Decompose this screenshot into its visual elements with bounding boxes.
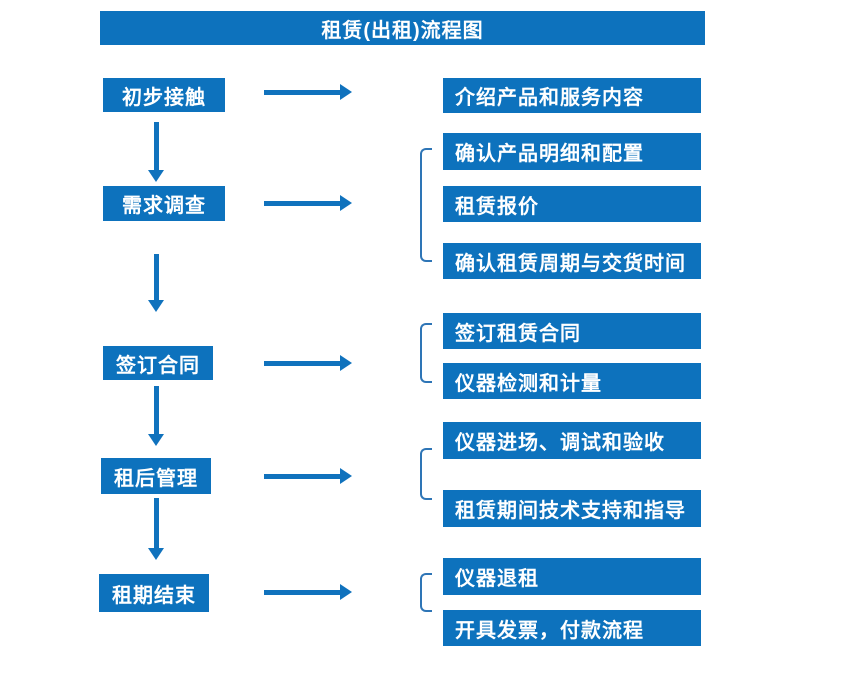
right-arrow-3 xyxy=(264,355,352,371)
output-box: 签订租赁合同 xyxy=(443,313,701,349)
step-box-sign-contract: 签订合同 xyxy=(103,346,213,380)
down-arrow-shaft xyxy=(153,386,159,437)
output-box: 开具发票，付款流程 xyxy=(443,610,701,646)
page-title: 租赁(出租)流程图 xyxy=(100,11,705,45)
output-box: 租赁报价 xyxy=(443,186,701,222)
down-arrow-shaft xyxy=(153,498,159,551)
output-box: 仪器检测和计量 xyxy=(443,363,701,399)
right-arrow-head xyxy=(340,584,352,600)
right-arrow-head xyxy=(340,84,352,100)
right-arrow-shaft xyxy=(264,89,343,95)
down-arrow-head xyxy=(148,548,164,560)
right-arrow-5 xyxy=(264,584,352,600)
right-arrow-1 xyxy=(264,84,352,100)
down-arrow-2 xyxy=(148,254,164,312)
output-box: 租赁期间技术支持和指导 xyxy=(443,490,701,527)
step-box-initial-contact: 初步接触 xyxy=(103,78,225,112)
right-arrow-head xyxy=(340,355,352,371)
right-arrow-shaft xyxy=(264,473,343,479)
down-arrow-1 xyxy=(148,122,164,182)
bracket-demand-survey xyxy=(420,148,432,262)
right-arrow-2 xyxy=(264,195,352,211)
down-arrow-head xyxy=(148,170,164,182)
output-box: 介绍产品和服务内容 xyxy=(443,78,701,113)
step-box-rental-end: 租期结束 xyxy=(99,574,209,612)
bracket-sign-contract xyxy=(420,323,432,383)
down-arrow-head xyxy=(148,434,164,446)
output-box: 确认产品明细和配置 xyxy=(443,133,701,170)
right-arrow-head xyxy=(340,468,352,484)
right-arrow-shaft xyxy=(264,360,343,366)
right-arrow-4 xyxy=(264,468,352,484)
output-box: 确认租赁周期与交货时间 xyxy=(443,243,701,279)
right-arrow-shaft xyxy=(264,589,343,595)
step-box-post-rental-management: 租后管理 xyxy=(101,458,211,494)
down-arrow-head xyxy=(148,300,164,312)
down-arrow-shaft xyxy=(153,254,159,303)
step-box-demand-survey: 需求调查 xyxy=(103,186,225,221)
down-arrow-shaft xyxy=(153,122,159,173)
bracket-rental-end xyxy=(420,573,432,612)
bracket-post-rental-management xyxy=(420,448,432,500)
right-arrow-shaft xyxy=(264,200,343,206)
down-arrow-4 xyxy=(148,498,164,560)
right-arrow-head xyxy=(340,195,352,211)
output-box: 仪器退租 xyxy=(443,558,701,595)
output-box: 仪器进场、调试和验收 xyxy=(443,422,701,459)
down-arrow-3 xyxy=(148,386,164,446)
